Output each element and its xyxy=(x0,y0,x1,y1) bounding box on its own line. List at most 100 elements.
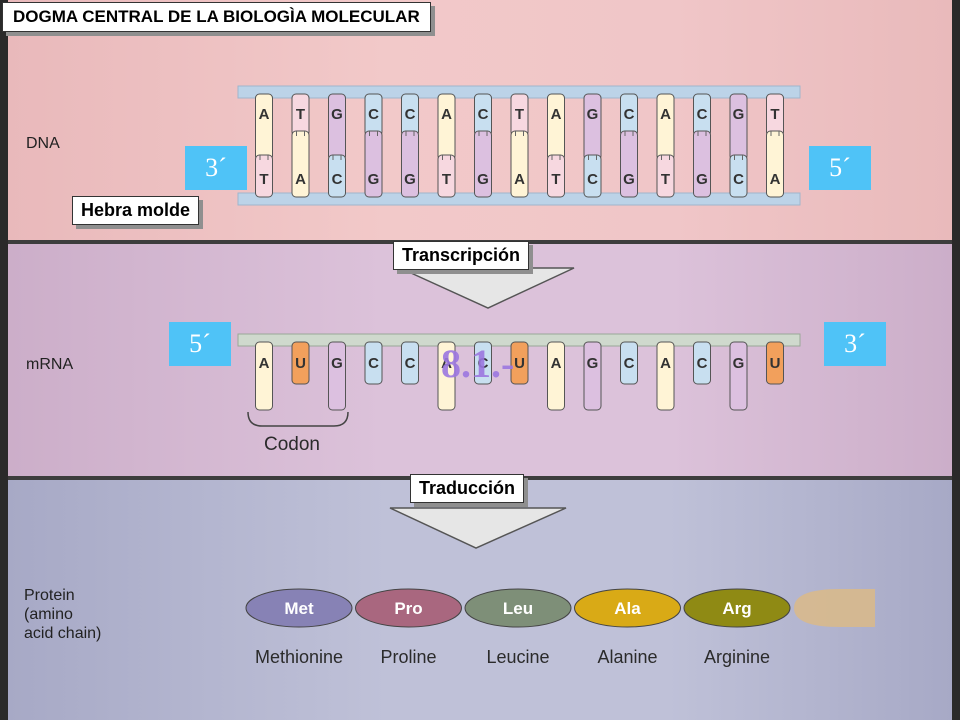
amino-acid-bead xyxy=(683,588,791,628)
dna-bottom-base-label: T xyxy=(259,171,268,188)
mrna-base-label: A xyxy=(660,355,671,372)
dna-right-end-label: 5´ xyxy=(809,146,871,190)
amino-acid-name: Arginine xyxy=(704,647,770,667)
codon-label: Codon xyxy=(264,434,320,455)
template-strand-callout: Hebra molde xyxy=(72,196,200,225)
amino-acid-bead xyxy=(355,588,462,628)
dna-top-base-label: C xyxy=(405,106,416,123)
dna-top-base-label: A xyxy=(660,106,671,123)
mrna-nucleotide xyxy=(656,341,675,411)
mrna-base-label: A xyxy=(441,355,452,372)
page-title: DOGMA CENTRAL DE LA BIOLOGÌA MOLECULAR xyxy=(2,2,431,32)
dna-top-base-label: C xyxy=(368,106,379,123)
dna-top-base-label: C xyxy=(697,106,708,123)
dna-bottom-nucleotide xyxy=(364,130,383,198)
dna-bottom-base-label: T xyxy=(661,171,670,188)
dna-bottom-nucleotide xyxy=(291,130,310,198)
amino-acid-bead-partial xyxy=(794,589,875,627)
dna-bottom-nucleotide xyxy=(766,130,784,198)
mrna-base-label: U xyxy=(770,355,781,372)
amino-acid-abbr: Leu xyxy=(503,599,533,618)
mrna-nucleotide xyxy=(291,341,310,385)
amino-acid-chain: MetMethionineProProlineLeuLeucineAlaAlan… xyxy=(245,588,875,667)
amino-acid-abbr: Pro xyxy=(394,599,422,618)
mrna-base-label: C xyxy=(624,355,635,372)
dna-bottom-nucleotide xyxy=(693,130,711,198)
dna-bottom-nucleotide xyxy=(328,154,346,198)
dna-bottom-base-label: C xyxy=(332,171,343,188)
dna-bottom-nucleotide xyxy=(510,130,529,198)
mrna-nucleotide xyxy=(474,341,492,385)
dna-top-nucleotide xyxy=(656,93,675,161)
mrna-left-end-label: 5´ xyxy=(169,322,231,366)
dna-bottom-base-label: A xyxy=(770,171,781,188)
amino-acid-name: Methionine xyxy=(255,647,343,667)
dna-bottom-nucleotide xyxy=(656,154,675,198)
protein-label-line: acid chain) xyxy=(24,625,102,642)
dna-bottom-nucleotide xyxy=(620,130,638,198)
amino-acid-name: Proline xyxy=(380,647,436,667)
mrna-nucleotide xyxy=(547,341,565,411)
mrna-base-label: U xyxy=(514,355,525,372)
dna-bottom-nucleotide xyxy=(401,130,419,198)
dna-top-base-label: G xyxy=(733,106,745,123)
dna-top-base-label: C xyxy=(624,106,635,123)
mrna-base-label: G xyxy=(733,355,745,372)
dna-top-base-label: A xyxy=(259,106,270,123)
amino-acid-bead xyxy=(464,588,572,628)
dna-bottom-nucleotide xyxy=(583,154,602,198)
protein-label-line: (amino xyxy=(24,606,73,623)
mrna-row-label: mRNA xyxy=(26,356,74,373)
mrna-right-end-label: 3´ xyxy=(824,322,886,366)
mrna-base-label: C xyxy=(697,355,708,372)
dna-top-base-label: T xyxy=(515,106,524,123)
mrna-base-label: A xyxy=(551,355,562,372)
mrna-base-label: U xyxy=(295,355,306,372)
dna-bottom-base-label: G xyxy=(368,171,380,188)
amino-acid-name: Leucine xyxy=(486,647,549,667)
dna-bottom-nucleotide xyxy=(255,154,273,198)
dna-bottom-base-label: G xyxy=(696,171,708,188)
protein-row-label: Protein (amino acid chain) xyxy=(24,586,101,643)
dna-top-nucleotide xyxy=(255,93,273,161)
translation-arrow xyxy=(389,507,567,549)
mrna-nucleotide xyxy=(255,341,273,411)
mrna-nucleotide xyxy=(437,341,456,411)
dna-top-nucleotide xyxy=(328,93,346,161)
mrna-nucleotide xyxy=(328,341,346,411)
dna-row-label: DNA xyxy=(26,135,60,152)
dna-top-base-label: A xyxy=(441,106,452,123)
dna-bottom-base-label: T xyxy=(551,171,560,188)
amino-acid-bead xyxy=(245,588,353,628)
mrna-base-label: C xyxy=(368,355,379,372)
amino-acid-abbr: Arg xyxy=(722,599,751,618)
dna-top-base-label: C xyxy=(478,106,489,123)
mrna-nucleotide xyxy=(729,341,748,411)
dna-top-base-label: T xyxy=(770,106,779,123)
dna-bottom-base-label: C xyxy=(587,171,598,188)
protein-label-line: Protein xyxy=(24,587,75,604)
dna-top-nucleotide xyxy=(729,93,748,161)
mrna-base-label: G xyxy=(331,355,343,372)
mrna-base-label: A xyxy=(259,355,270,372)
amino-acid-abbr: Ala xyxy=(614,599,641,618)
dna-left-end-label: 3´ xyxy=(185,146,247,190)
codon-bracket xyxy=(247,411,349,427)
mrna-base-label: C xyxy=(478,355,489,372)
mrna-base-label: C xyxy=(405,355,416,372)
mrna-nucleotide xyxy=(364,341,383,385)
mrna-base-label: G xyxy=(587,355,599,372)
dna-top-base-label: T xyxy=(296,106,305,123)
dna-bottom-base-label: G xyxy=(477,171,489,188)
dna-bottom-base-label: A xyxy=(295,171,306,188)
mrna-nucleotide xyxy=(583,341,602,411)
dna-bottom-base-label: C xyxy=(733,171,744,188)
dna-bottom-nucleotide xyxy=(437,154,456,198)
mrna-nucleotide xyxy=(510,341,529,385)
dna-top-nucleotide xyxy=(547,93,565,161)
amino-acid-bead xyxy=(574,588,681,628)
dna-bottom-base-label: G xyxy=(623,171,635,188)
